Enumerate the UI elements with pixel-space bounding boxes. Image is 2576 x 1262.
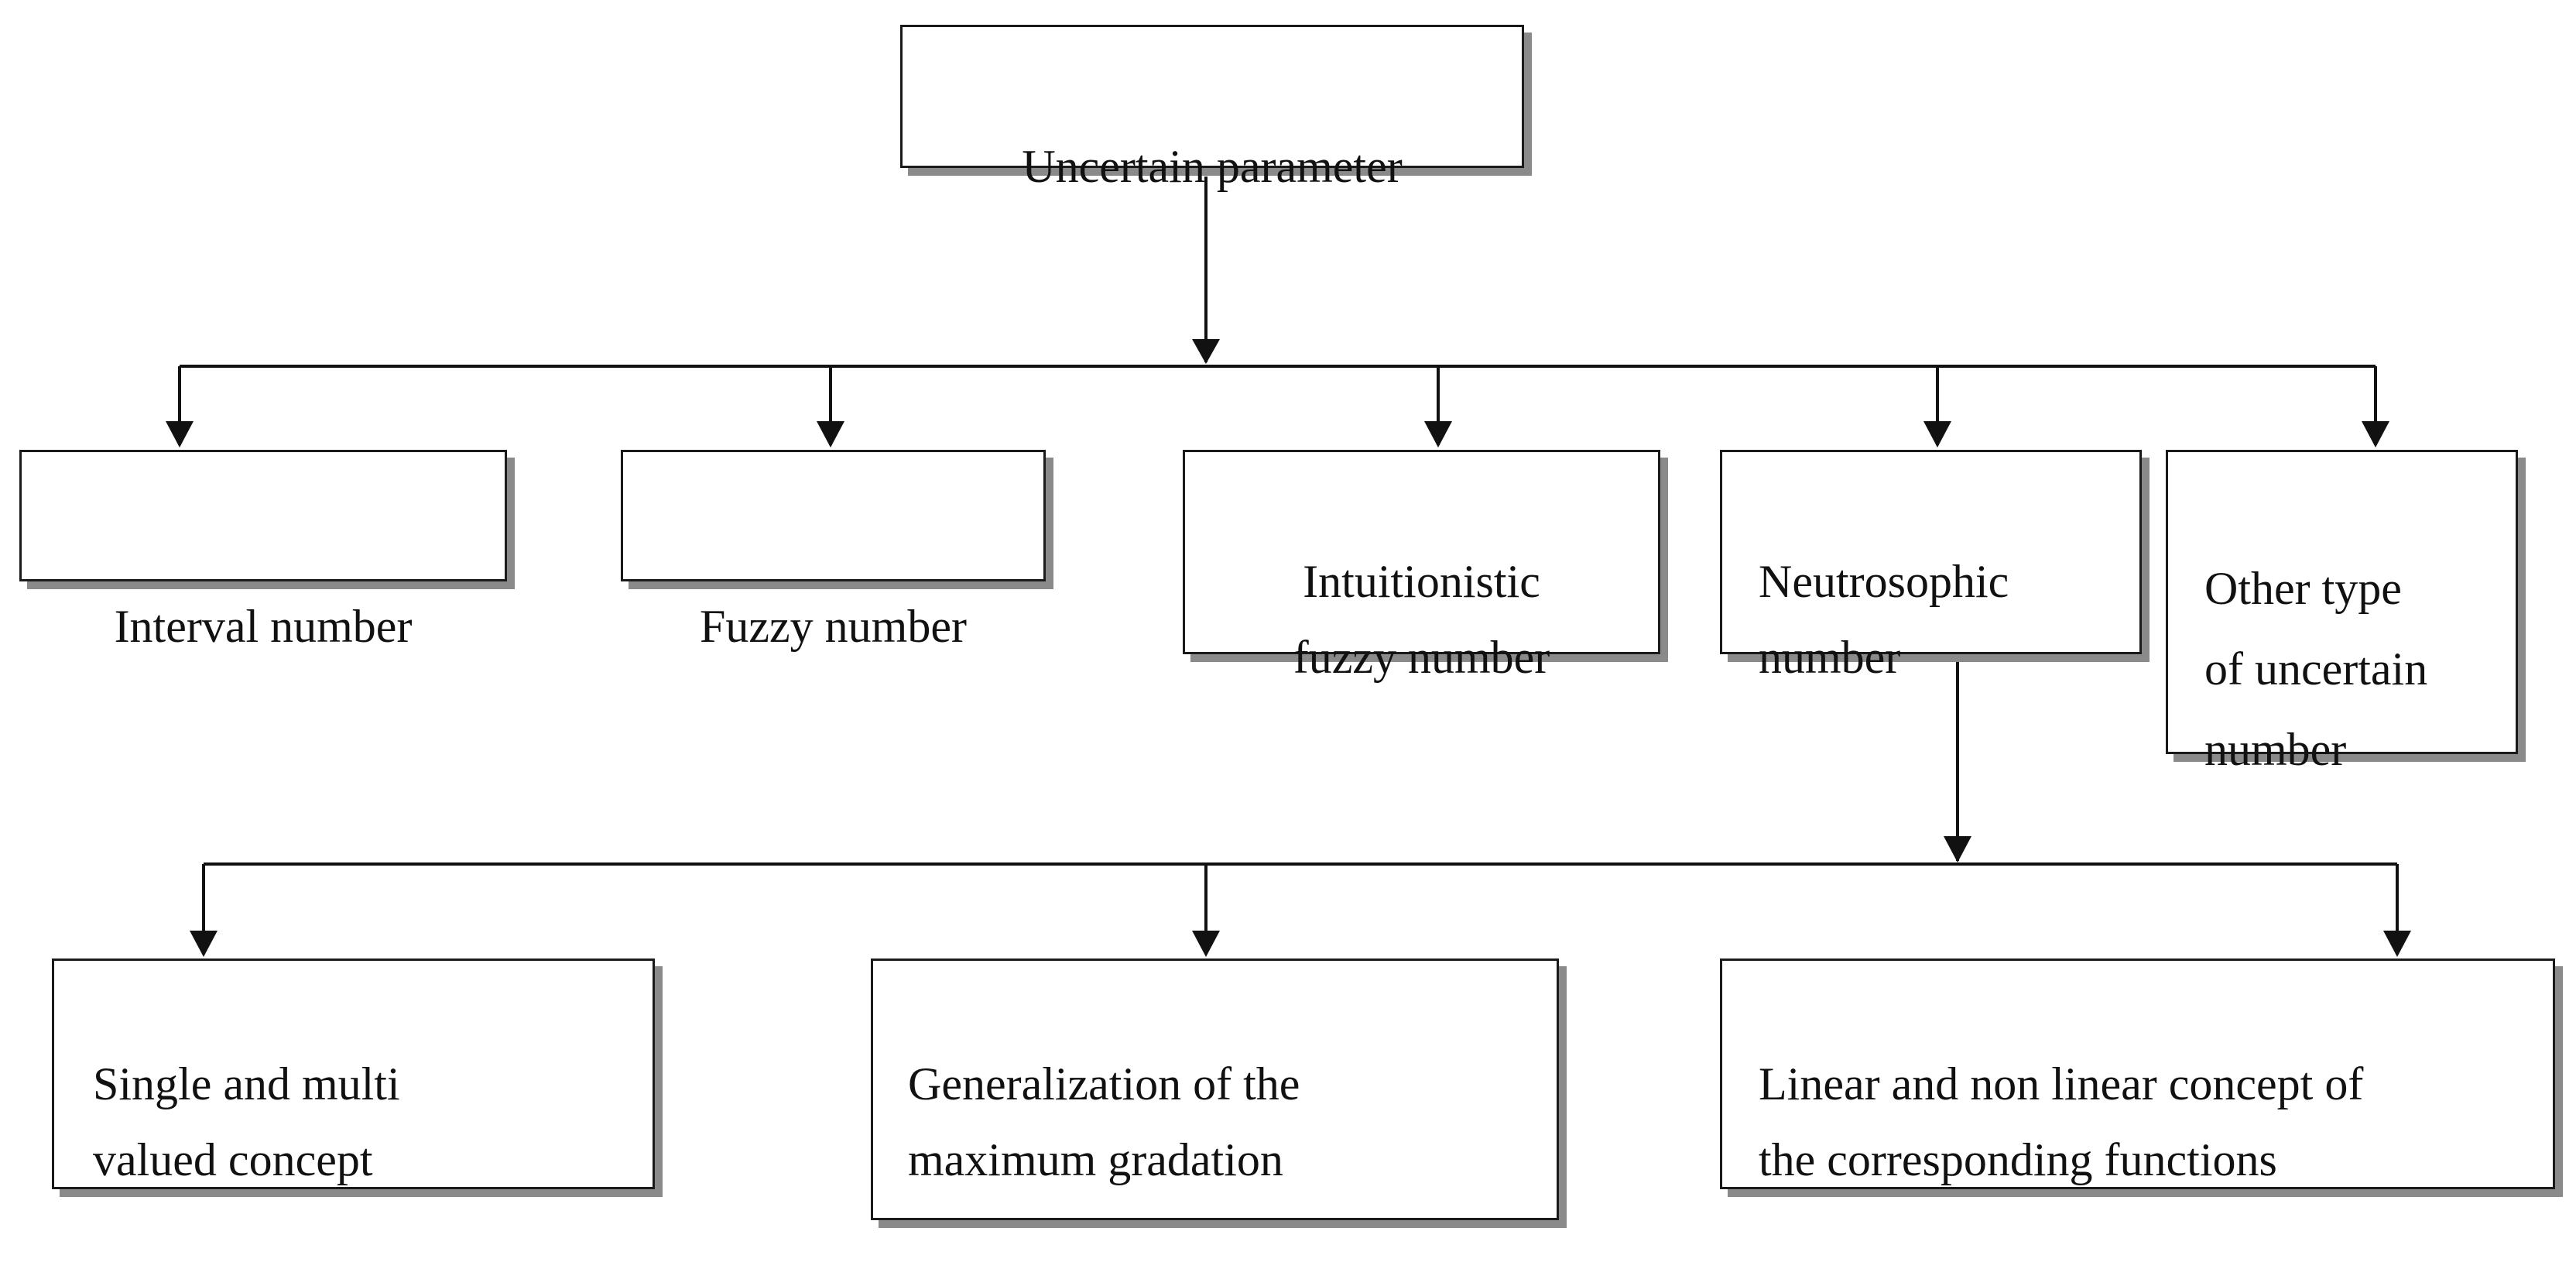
neutrosophic-down-arrowhead xyxy=(1944,836,1971,862)
uncertain-parameter-label: Uncertain parameter xyxy=(1022,141,1403,192)
other-uncertain-number-node: Other type of uncertain number xyxy=(2166,450,2518,775)
generalization-gradation-label: Generalization of the maximum gradation xyxy=(908,1058,1300,1185)
other-arrowhead xyxy=(2362,421,2389,448)
linear-nonlinear-functions-node: Linear and non linear concept of the cor… xyxy=(1720,959,2555,1189)
generalization-arrowhead xyxy=(1192,931,1220,957)
other-uncertain-number-label: Other type of uncertain number xyxy=(2204,563,2428,775)
single-arrowhead xyxy=(190,931,218,957)
neutrosophic-number-label: Neutrosophic number xyxy=(1759,556,2009,683)
fuzzy-number-label: Fuzzy number xyxy=(700,601,967,652)
fuzzy-arrowhead xyxy=(817,421,844,448)
root-arrowhead xyxy=(1192,339,1220,364)
linear-arrowhead xyxy=(2383,931,2411,957)
single-multi-valued-node: Single and multi valued concept xyxy=(52,959,655,1189)
intuitionistic-fuzzy-number-label: Intuitionistic fuzzy number xyxy=(1293,556,1550,683)
interval-number-node: Interval number xyxy=(19,450,507,652)
single-multi-valued-label: Single and multi valued concept xyxy=(93,1058,400,1185)
neutrosophic-number-node: Neutrosophic number xyxy=(1720,450,2142,683)
linear-nonlinear-functions-label: Linear and non linear concept of the cor… xyxy=(1759,1058,2364,1185)
neutrosophic-arrowhead xyxy=(1923,421,1951,448)
interval-number-label: Interval number xyxy=(114,601,413,652)
interval-arrowhead xyxy=(166,421,194,448)
intuitionistic-arrowhead xyxy=(1424,421,1452,448)
generalization-gradation-node: Generalization of the maximum gradation xyxy=(871,959,1559,1220)
fuzzy-number-node: Fuzzy number xyxy=(621,450,1046,652)
uncertain-parameter-node: Uncertain parameter xyxy=(900,25,1524,192)
intuitionistic-fuzzy-number-node: Intuitionistic fuzzy number xyxy=(1183,450,1660,683)
